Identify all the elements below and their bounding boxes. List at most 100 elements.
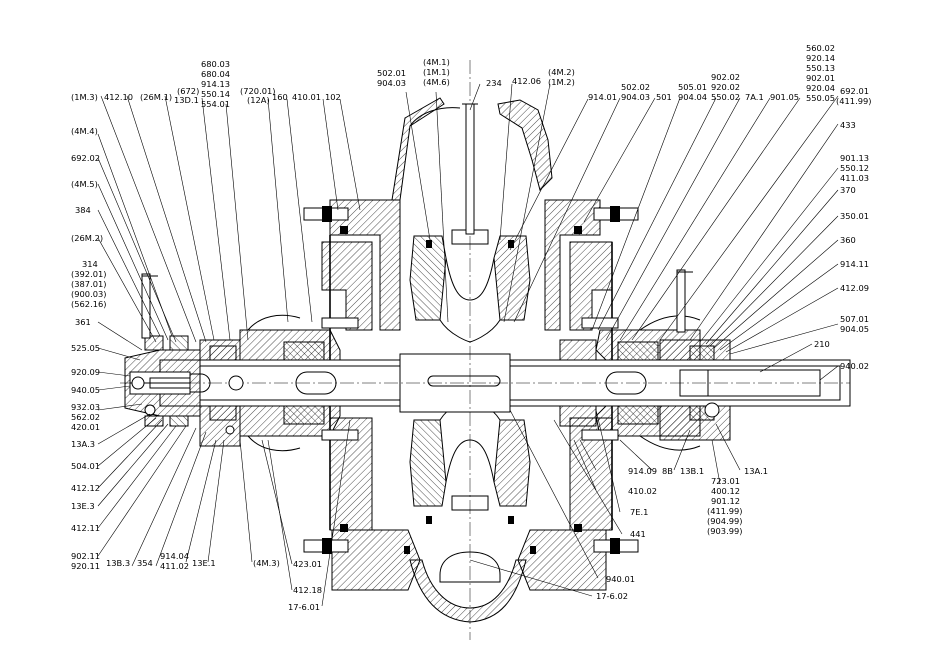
label-41002: 410.02 — [628, 486, 657, 496]
pump-casing — [321, 97, 613, 623]
label-314: 314 — [82, 259, 98, 269]
label-56002: 560.02 — [806, 43, 835, 53]
impeller — [409, 229, 531, 511]
label-90499: (904.99) — [707, 516, 743, 526]
label-433: 433 — [840, 120, 856, 130]
label-50201: 502.01 — [377, 68, 406, 78]
label-26M1: (26M.1) — [140, 92, 172, 102]
label-52505: 525.05 — [71, 343, 100, 353]
label-55014: 550.14 — [201, 89, 230, 99]
label-370: 370 — [840, 185, 856, 195]
label-7A1: 7A.1 — [745, 92, 764, 102]
label-1M2: (1M.2) — [548, 77, 575, 87]
label-94005: 940.05 — [71, 385, 100, 395]
label-93203: 932.03 — [71, 402, 100, 412]
label-1M1: (1M.1) — [423, 67, 450, 77]
label-13E1: 13E.1 — [192, 558, 216, 568]
label-26M2: (26M.2) — [71, 233, 103, 243]
label-50701: 507.01 — [840, 314, 869, 324]
label-50501: 505.01 — [678, 82, 707, 92]
label-8B: 8B — [662, 466, 673, 476]
label-41206: 412.06 — [512, 76, 541, 86]
label-42301: 423.01 — [293, 559, 322, 569]
label-4M1a: (4M.1) — [423, 57, 450, 67]
label-176-01: 17-6.01 — [288, 602, 320, 612]
label-72001: (720.01) — [240, 86, 276, 96]
shaft — [120, 60, 851, 640]
right-bearing-housing — [559, 269, 731, 451]
label-41210: 412.10 — [104, 92, 133, 102]
vent-pipe — [462, 103, 478, 235]
label-56202: 562.02 — [71, 412, 100, 422]
label-91411: 914.11 — [840, 259, 869, 269]
label-92011: 920.11 — [71, 561, 100, 571]
label-50401: 504.01 — [71, 461, 100, 471]
label-4M6: (4M.6) — [423, 77, 450, 87]
label-501: 501 — [656, 92, 672, 102]
label-40012: 400.12 — [711, 486, 740, 496]
label-90202: 902.02 — [711, 72, 740, 82]
label-13B1: 13B.1 — [680, 466, 704, 476]
label-55401: 554.01 — [201, 99, 230, 109]
label-41218: 412.18 — [293, 585, 322, 595]
label-35001: 350.01 — [840, 211, 869, 221]
label-42001: 420.01 — [71, 422, 100, 432]
label-90403: 904.03 — [377, 78, 406, 88]
label-72301: 723.01 — [711, 476, 740, 486]
label-4M4: (4M.4) — [71, 126, 98, 136]
label-55002: 550.02 — [711, 92, 740, 102]
label-90112: 901.12 — [711, 496, 740, 506]
label-4M5: (4M.5) — [71, 179, 98, 189]
label-92009: 920.09 — [71, 367, 100, 377]
leader-lines — [97, 83, 839, 607]
label-69201: 692.01 — [840, 86, 869, 96]
label-13B3: 13B.3 — [106, 558, 130, 568]
label-92014: 920.14 — [806, 53, 835, 63]
label-90201: 902.01 — [806, 73, 835, 83]
label-92002: 920.02 — [711, 82, 740, 92]
label-39201: (392.01) — [71, 269, 107, 279]
label-56216: (562.16) — [71, 299, 107, 309]
label-361: 361 — [75, 317, 91, 327]
label-176-02: 17-6.02 — [596, 591, 628, 601]
label-68003: 680.03 — [201, 59, 230, 69]
label-90003: (900.03) — [71, 289, 107, 299]
label-4M2: (4M.2) — [548, 67, 575, 77]
label-384: 384 — [75, 205, 91, 215]
label-90113: 901.13 — [840, 153, 869, 163]
label-91409: 914.09 — [628, 466, 657, 476]
label-90399: (903.99) — [707, 526, 743, 536]
label-90404: 904.04 — [678, 92, 707, 102]
label-441: 441 — [630, 529, 646, 539]
label-91404: 914.04 — [160, 551, 189, 561]
label-41211: 412.11 — [71, 523, 100, 533]
label-12A: (12A) — [247, 95, 270, 105]
label-360: 360 — [840, 235, 856, 245]
label-90403b: 904.03 — [621, 92, 650, 102]
label-13E3: 13E.3 — [71, 501, 95, 511]
label-13A3: 13A.3 — [71, 439, 95, 449]
label-55012: 550.12 — [840, 163, 869, 173]
label-41212: 412.12 — [71, 483, 100, 493]
label-210: 210 — [814, 339, 830, 349]
label-94002: 940.02 — [840, 361, 869, 371]
label-7E1: 7E.1 — [630, 507, 648, 517]
label-38701: (387.01) — [71, 279, 107, 289]
label-94001: 940.01 — [606, 574, 635, 584]
label-13D1: 13D.1 — [174, 95, 199, 105]
part-labels: (1M.3) 412.10 (26M.1) (672) 13D.1 680.03… — [71, 43, 872, 612]
label-91401: 914.01 — [588, 92, 617, 102]
label-55013: 550.13 — [806, 63, 835, 73]
label-68004: 680.04 — [201, 69, 230, 79]
label-4M3: (4M.3) — [253, 558, 280, 568]
bolts — [303, 206, 639, 554]
label-41102: 411.02 — [160, 561, 189, 571]
label-90105: 901.05 — [770, 92, 799, 102]
label-234: 234 — [486, 78, 502, 88]
label-672: (672) — [177, 86, 199, 96]
label-41199b: (411.99) — [707, 506, 743, 516]
label-13A1: 13A.1 — [744, 466, 768, 476]
left-end-cap — [124, 273, 201, 427]
label-1M3: (1M.3) — [71, 92, 98, 102]
